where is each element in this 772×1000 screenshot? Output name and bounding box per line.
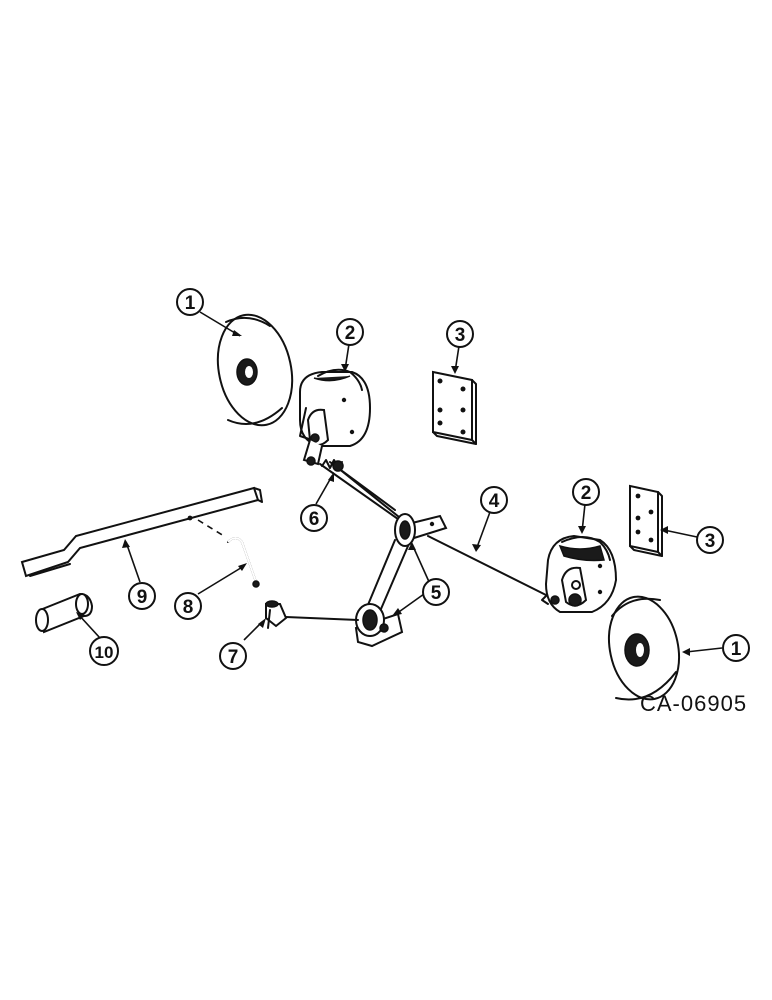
svg-text:1: 1 (731, 639, 742, 660)
pulley-part-5-lower (354, 603, 404, 648)
callout-1-right: 1 (722, 634, 750, 662)
svg-text:3: 3 (705, 531, 716, 552)
clevis-part-7 (265, 600, 288, 629)
svg-text:5: 5 (431, 583, 442, 604)
svg-text:3: 3 (455, 325, 466, 346)
clutch-housing-part-2-top (299, 368, 372, 466)
spring-part-6 (321, 459, 344, 472)
callout-9: 9 (128, 582, 156, 610)
callout-3-right: 3 (696, 526, 724, 554)
callout-8: 8 (174, 592, 202, 620)
svg-text:9: 9 (137, 587, 148, 608)
leader-lines (76, 311, 723, 656)
callout-3-top: 3 (446, 320, 474, 348)
svg-text:6: 6 (309, 509, 320, 530)
disc-part-1-top (216, 313, 294, 427)
callout-4: 4 (480, 486, 508, 514)
bent-rod-part-8 (197, 519, 260, 588)
control-rod (285, 616, 359, 621)
callout-7: 7 (219, 642, 247, 670)
pulley-link-rod (364, 539, 409, 617)
plate-part-3-right (629, 484, 663, 557)
svg-text:2: 2 (345, 323, 356, 344)
clutch-housing-part-2-right (541, 534, 618, 613)
lever-bar-part-9 (20, 486, 263, 578)
callout-6: 6 (300, 504, 328, 532)
svg-text:4: 4 (489, 491, 500, 512)
svg-text:2: 2 (581, 483, 592, 504)
sleeve-part-10 (35, 592, 94, 634)
callout-1-top: 1 (176, 288, 204, 316)
svg-text:8: 8 (183, 597, 194, 618)
callout-2-top: 2 (336, 318, 364, 346)
callout-5: 5 (422, 578, 450, 606)
plate-part-3-top (432, 370, 477, 445)
callout-2-right: 2 (572, 478, 600, 506)
svg-text:1: 1 (185, 293, 196, 314)
callout-10: 10 (89, 636, 119, 666)
disc-part-1-right (608, 595, 680, 701)
pulley-part-5-upper (394, 513, 448, 547)
svg-text:7: 7 (228, 647, 239, 668)
svg-text:10: 10 (95, 643, 114, 662)
cable-part-4 (319, 461, 549, 597)
drawing-number: CA-06905 (640, 691, 747, 716)
